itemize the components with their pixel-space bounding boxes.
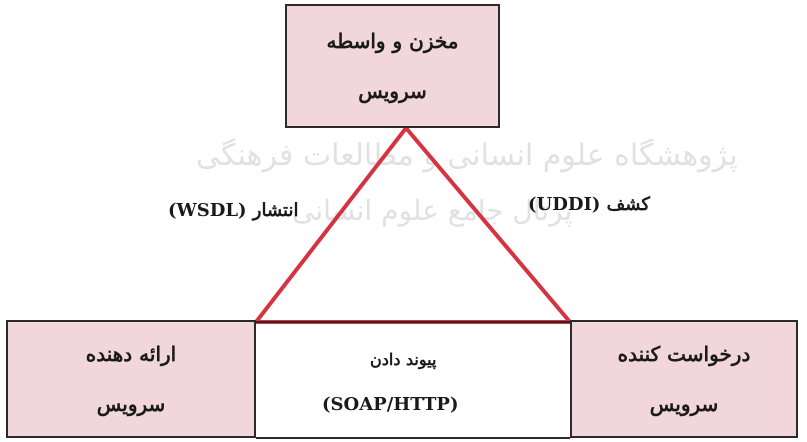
registry-label-line1: مخزن و واسطه	[326, 29, 459, 53]
service-provider-box: ارائه دهنده سرویس	[6, 320, 256, 438]
requester-label-line1: درخواست کننده	[617, 342, 751, 366]
bind-protocol-label: (SOAP/HTTP)	[322, 394, 459, 415]
service-registry-box: مخزن و واسطه سرویس	[285, 4, 500, 128]
discover-edge-label: کشف (UDDI)	[528, 194, 650, 215]
requester-label-line2: سرویس	[649, 392, 719, 416]
registry-label-line2: سرویس	[358, 79, 427, 103]
service-requester-box: درخواست کننده سرویس	[570, 320, 798, 438]
watermark-line-2: پرتال جامع علوم انسانی	[292, 194, 573, 227]
triangle	[251, 124, 575, 324]
watermark-line-1: پژوهشگاه علوم انسانی و مطالعات فرهنگی	[196, 138, 738, 173]
bind-edge-label: پیوند دادن	[370, 350, 437, 369]
provider-label-line1: ارائه دهنده	[85, 342, 177, 366]
publish-edge-label: انتشار (WSDL)	[168, 200, 299, 221]
provider-label-line2: سرویس	[96, 392, 166, 416]
